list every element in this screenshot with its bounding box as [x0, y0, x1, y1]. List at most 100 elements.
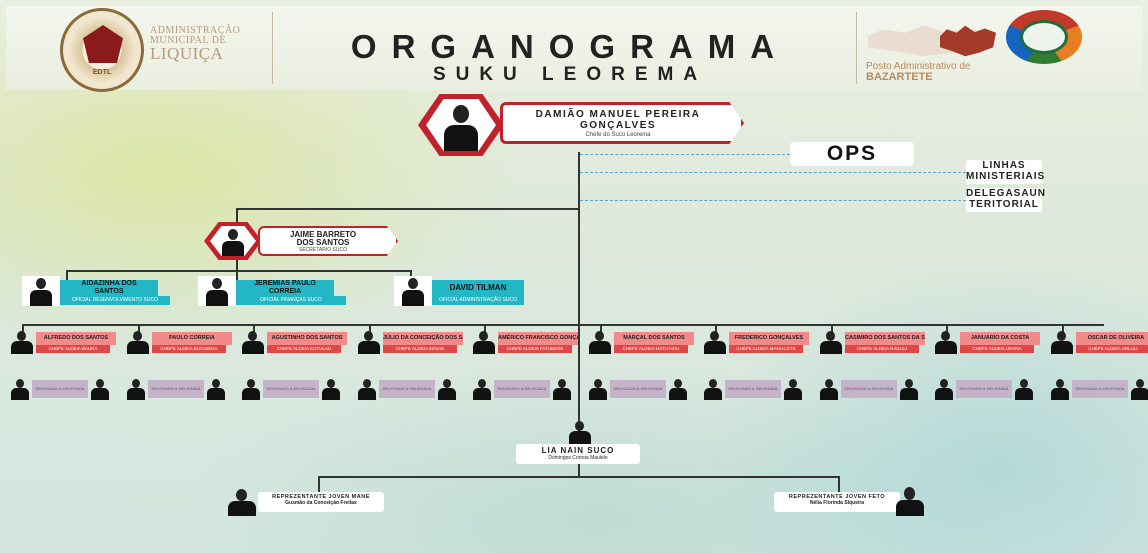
delegado-suit-icon — [820, 388, 838, 400]
secretary-photo-suit-icon — [222, 241, 244, 256]
official-1-name-bar: AIDAZINHA DOS SANTOS — [60, 280, 158, 296]
delegasaun-line-1: DELEGASAUN — [966, 188, 1047, 199]
delegada-photo — [550, 378, 574, 400]
delegates-card: DELEGADO & DELEGADA — [930, 378, 1040, 402]
delegada-photo — [1012, 378, 1036, 400]
aldeia-chief-suit-icon — [242, 341, 264, 354]
delegado-photo — [355, 378, 379, 400]
aldeia-chief-role: CHEFE ALDEIA HATU-HOU — [614, 345, 688, 353]
aldeia-chief-name: ALFREDO DOS SANTOS — [36, 332, 116, 345]
youth-female-name: Nélia Florinda Siqueira — [809, 500, 865, 506]
page-title: ORGANOGRAMA — [350, 28, 790, 65]
connector-main-vertical — [578, 152, 580, 444]
lia-nain-title: LIA NAIN SUCO — [541, 446, 615, 455]
youth-female-title: REPREZENTANTE JOVEN FETO — [788, 494, 886, 500]
aldeia-chief-card: OSCAR DE OLIVEIRA CHEFE ALDEIA URLULI — [1046, 330, 1148, 354]
aldeia-chief-card: FREDERICO GONÇALVES CHEFE ALDEIA MANU-LE… — [699, 330, 809, 354]
connector-aldeia — [600, 324, 602, 332]
delegates-label: DELEGADO & DELEGADA — [959, 386, 1009, 391]
aldeia-chief-photo — [124, 330, 152, 354]
delegada-head-icon — [327, 379, 335, 388]
aldeia-chief-card: JANUARIO DA COSTA CHEFE ALDEIA URANA — [930, 330, 1040, 354]
official-2-name-line-1: JEREMIAS PAULO — [254, 280, 316, 287]
delegado-head-icon — [478, 379, 486, 388]
delegates-label: DELEGADO & DELEGADA — [35, 386, 85, 391]
aldeia-chief-name: MARÇAL DOS SANTOS — [614, 332, 694, 345]
delegates-label: DELEGADO & DELEGADA — [728, 386, 778, 391]
lia-nain-suit-icon — [569, 431, 591, 444]
aldeia-chief-head-icon — [1057, 331, 1066, 341]
delegado-head-icon — [16, 379, 24, 388]
secretary-name-line-1: JAIME BARRETO — [289, 230, 357, 239]
official-card-1: AIDAZINHA DOS SANTOS OFICIAL DESENVOLVIM… — [22, 276, 202, 306]
aldeia-chief-photo — [239, 330, 267, 354]
aldeia-chief-name: JANUARIO DA COSTA — [960, 332, 1040, 345]
delegado-head-icon — [709, 379, 717, 388]
aldeia-chief-name: AMÉRICO FRANCISCO GONÇALVES — [498, 332, 578, 345]
delegada-head-icon — [443, 379, 451, 388]
aldeia-chief-photo — [355, 330, 383, 354]
official-1-name-line-2: SANTOS — [94, 288, 124, 295]
aldeia-chief-name: CASIMIRO DOS SANTOS DA SILVA — [845, 332, 925, 345]
delegates-label: DELEGADO & DELEGADA — [497, 386, 547, 391]
chief-photo — [426, 99, 496, 151]
official-3-head-icon — [408, 278, 418, 289]
delegado-photo — [817, 378, 841, 400]
chief-name-line-1: DAMIÃO MANUEL PEREIRA — [535, 109, 701, 120]
youth-male-photo — [222, 488, 262, 516]
connector-youth-male — [318, 476, 320, 492]
delegates-bar: DELEGADO & DELEGADA — [379, 380, 435, 398]
connector-aldeia — [831, 324, 833, 332]
aldeia-chief-suit-icon — [127, 341, 149, 354]
delegado-head-icon — [1056, 379, 1064, 388]
delegates-card: DELEGADO & DELEGADA — [6, 378, 116, 402]
connector-official-1 — [66, 270, 68, 280]
official-3-role: OFICIAL ADMINISTRAÇÃO SUCO — [432, 296, 524, 305]
linhas-ministeriais-box: LINHAS MINISTERIAIS — [966, 160, 1044, 184]
delegado-photo — [1048, 378, 1072, 400]
aldeia-chief-card: JÚLIO DA CONCEIÇÃO DOS SANTOS CHEFE ALDE… — [353, 330, 463, 354]
delegado-suit-icon — [935, 388, 953, 400]
delegado-suit-icon — [242, 388, 260, 400]
seal-emblem-icon — [83, 25, 123, 63]
aldeia-chief-suit-icon — [358, 341, 380, 354]
delegates-label: DELEGADO & DELEGADA — [844, 386, 894, 391]
aldeia-chief-suit-icon — [589, 341, 611, 354]
dashed-link-linhas — [580, 172, 966, 173]
delegates-card: DELEGADO & DELEGADA — [353, 378, 463, 402]
official-2-photo — [198, 276, 236, 306]
delegado-head-icon — [247, 379, 255, 388]
lia-nain-box: LIA NAIN SUCO Domingos Correia Maulelo — [516, 444, 640, 464]
chief-card: DAMIÃO MANUEL PEREIRA GONÇALVES Chefe do… — [500, 102, 744, 144]
delegada-suit-icon — [322, 388, 340, 400]
delegates-card: DELEGADO & DELEGADA — [584, 378, 694, 402]
delegado-head-icon — [940, 379, 948, 388]
header-divider-right — [856, 12, 857, 84]
delegado-suit-icon — [589, 388, 607, 400]
delegada-head-icon — [1136, 379, 1144, 388]
secretary-name-line-2: DOS SANTOS — [296, 238, 350, 247]
delegada-suit-icon — [900, 388, 918, 400]
aldeia-chief-head-icon — [826, 331, 835, 341]
delegada-head-icon — [1020, 379, 1028, 388]
delegates-bar: DELEGADO & DELEGADA — [956, 380, 1012, 398]
delegates-card: DELEGADO & DELEGADA — [1046, 378, 1148, 402]
youth-female-box: REPREZENTANTE JOVEN FETO Nélia Florinda … — [774, 492, 900, 512]
connector-youth-stem — [578, 464, 580, 476]
delegates-card: DELEGADO & DELEGADA — [699, 378, 809, 402]
aldeia-chief-role: CHEFE ALDEIA URANA — [960, 345, 1034, 353]
aldeia-chief-suit-icon — [820, 341, 842, 354]
connector-aldeia — [22, 324, 24, 332]
secretary-photo-head-icon — [228, 229, 238, 240]
official-2-name-bar: JEREMIAS PAULO CORREIA — [236, 280, 334, 296]
delegado-head-icon — [363, 379, 371, 388]
connector-official-2 — [236, 270, 238, 280]
official-1-suit-icon — [30, 290, 52, 306]
aldeia-chief-role: CHEFE ALDEIA BAURA — [36, 345, 110, 353]
youth-male-title: REPREZENTANTE JOVEN MANE — [272, 494, 370, 500]
delegates-card: DELEGADO & DELEGADA — [122, 378, 232, 402]
delegada-head-icon — [96, 379, 104, 388]
chief-photo-frame — [418, 94, 504, 156]
delegada-head-icon — [212, 379, 220, 388]
aldeia-chief-name: FREDERICO GONÇALVES — [729, 332, 809, 345]
